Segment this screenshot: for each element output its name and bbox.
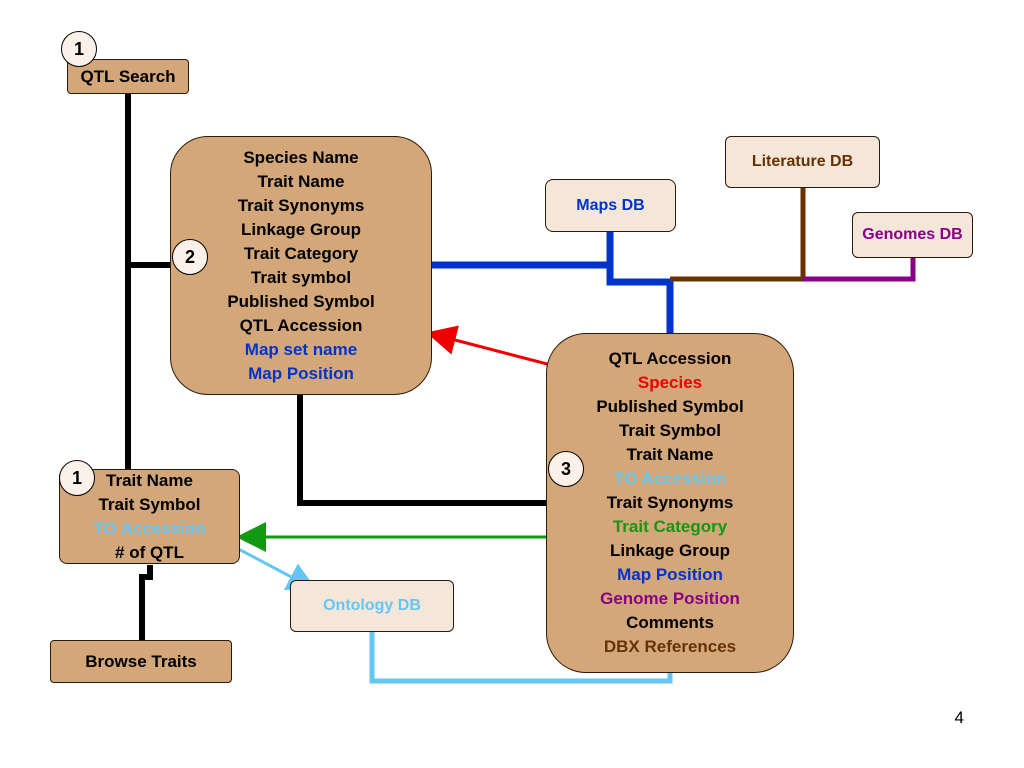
genomes-line [803, 258, 916, 282]
box2-to-box3-line [297, 394, 548, 506]
field-published-symbol: Published Symbol [596, 397, 744, 416]
field-linkage-group: Linkage Group [610, 541, 730, 560]
qtl-search-label: QTL Search [80, 66, 176, 86]
maps-db-label: Maps DB [576, 196, 645, 214]
qtl-detail-box[interactable]: QTL Accession Species Published Symbol T… [546, 333, 794, 673]
field-trait-category: Trait Category [612, 517, 728, 536]
box1-to-browse-line [139, 565, 153, 642]
field-trait-name: Trait Name [106, 470, 193, 490]
field-to-accession: TO Accession [93, 518, 206, 538]
genomes-db-box[interactable]: Genomes DB [852, 212, 973, 258]
field-dbx-references: DBX References [603, 637, 737, 656]
field-map-set-name: Map set name [244, 339, 358, 359]
field-qtl-count: # of QTL [115, 542, 184, 562]
field-trait-synonyms: Trait Synonyms [237, 195, 365, 215]
page-number: 4 [954, 708, 964, 727]
field-trait-name: Trait Name [626, 445, 714, 464]
maps-db-box[interactable]: Maps DB [545, 179, 676, 232]
field-published-symbol: Published Symbol [227, 291, 375, 311]
field-linkage-group: Linkage Group [241, 219, 361, 239]
field-qtl-accession: QTL Accession [608, 349, 732, 368]
field-map-position: Map Position [617, 565, 723, 584]
step-badge-1-traits: 1 [59, 460, 95, 496]
genomes-db-label: Genomes DB [862, 226, 963, 243]
ontology-loop-line [369, 632, 673, 684]
field-trait-name: Trait Name [257, 171, 345, 191]
field-trait-category: Trait Category [243, 243, 359, 263]
field-map-position: Map Position [248, 363, 354, 383]
field-trait-symbol: Trait Symbol [98, 494, 201, 514]
field-trait-symbol: Trait symbol [250, 267, 352, 287]
literature-db-box[interactable]: Literature DB [725, 136, 880, 188]
literature-db-label: Literature DB [751, 153, 854, 170]
field-species-name: Species Name [243, 147, 359, 167]
field-genome-position: Genome Position [600, 589, 740, 608]
qtl-search-results-box[interactable]: Species Name Trait Name Trait Synonyms L… [170, 136, 432, 395]
field-comments: Comments [626, 613, 714, 632]
ontology-db-label: Ontology DB [323, 597, 421, 614]
field-to-accession: TO Accession [613, 469, 727, 488]
browse-traits-box[interactable]: Browse Traits [50, 640, 232, 683]
literature-line [670, 188, 806, 282]
step-badge-3: 3 [548, 451, 584, 487]
step-badge-2: 2 [172, 239, 208, 275]
maps-to-box3-line [606, 232, 674, 335]
field-trait-synonyms: Trait Synonyms [606, 493, 734, 512]
field-qtl-accession: QTL Accession [239, 315, 363, 335]
browse-traits-label: Browse Traits [85, 651, 197, 671]
field-trait-symbol: Trait Symbol [618, 421, 722, 440]
step-badge-qtl-search: 1 [61, 31, 97, 67]
ontology-db-box[interactable]: Ontology DB [290, 580, 454, 632]
field-species: Species [637, 373, 703, 392]
